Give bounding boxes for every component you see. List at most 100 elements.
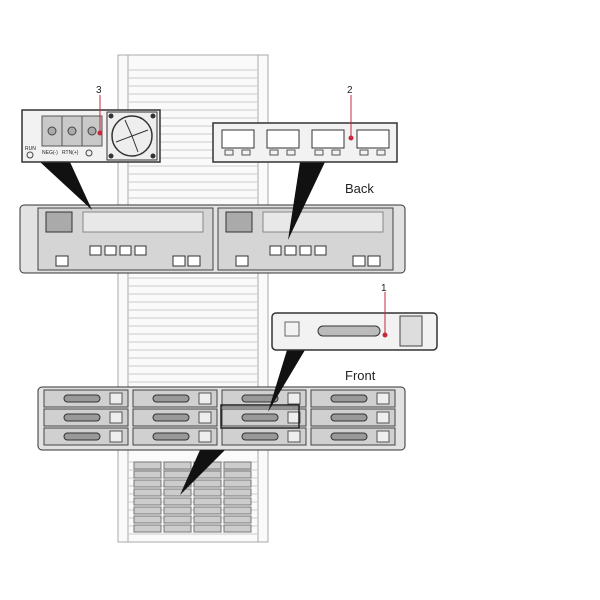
drive-handle bbox=[63, 394, 101, 403]
drive-bay bbox=[133, 461, 162, 470]
port-led bbox=[286, 149, 296, 156]
callout-2-interface-module: 2 bbox=[212, 85, 398, 163]
drive-bay bbox=[223, 479, 252, 488]
front-pointer bbox=[180, 450, 225, 495]
port-led bbox=[359, 149, 369, 156]
drive-handle bbox=[241, 432, 279, 441]
drive-bay bbox=[163, 524, 192, 533]
drive-latch bbox=[287, 430, 301, 443]
drive-bay bbox=[223, 524, 252, 533]
rtn-label: RTN(+) bbox=[62, 150, 79, 156]
drive-bay bbox=[133, 470, 162, 479]
drive-handle bbox=[63, 432, 101, 441]
drive-latch bbox=[376, 411, 390, 424]
drive-bay bbox=[133, 506, 162, 515]
power-terminal bbox=[45, 211, 73, 233]
lower-rack-drives bbox=[133, 461, 252, 533]
callout-1-pointer bbox=[268, 350, 305, 412]
callout-2-dot bbox=[348, 135, 354, 141]
run-label: RUN bbox=[25, 146, 36, 152]
port-led bbox=[241, 149, 251, 156]
drive-latch bbox=[287, 392, 301, 405]
drive-bay bbox=[133, 479, 162, 488]
drive-latch bbox=[198, 430, 212, 443]
drive-bay bbox=[163, 470, 192, 479]
mgmt-port bbox=[55, 255, 69, 267]
callout-2-pointer bbox=[288, 162, 325, 240]
drive-bay bbox=[133, 497, 162, 506]
fan-icon bbox=[106, 111, 158, 161]
mgmt-port bbox=[235, 255, 249, 267]
drive-handle bbox=[330, 394, 368, 403]
drive-handle bbox=[152, 413, 190, 422]
drive-handle bbox=[152, 394, 190, 403]
drive-bay bbox=[193, 506, 222, 515]
back-chassis bbox=[19, 204, 406, 274]
callout-3-power-module: RUN NEG(-) RTN(+) 3 bbox=[21, 85, 161, 163]
vent-grille bbox=[262, 211, 384, 233]
drive-bay bbox=[163, 506, 192, 515]
drive-bay bbox=[193, 479, 222, 488]
eth-port bbox=[172, 255, 186, 267]
highlighted-drive bbox=[220, 404, 300, 429]
drive-latch bbox=[287, 411, 301, 424]
drive-bay bbox=[133, 488, 162, 497]
drive-handle bbox=[330, 432, 368, 441]
callout-1-number: 1 bbox=[381, 283, 387, 294]
drive-latch bbox=[376, 430, 390, 443]
neg-label: NEG(-) bbox=[42, 150, 58, 156]
drive-bay bbox=[223, 470, 252, 479]
port-icon bbox=[299, 245, 312, 256]
vent-grille bbox=[82, 211, 204, 233]
power-terminal bbox=[225, 211, 253, 233]
drive-bay bbox=[193, 515, 222, 524]
port-led bbox=[331, 149, 341, 156]
drive-latch bbox=[109, 392, 123, 405]
port-led bbox=[224, 149, 234, 156]
drive-bay bbox=[193, 488, 222, 497]
callout-3-dot bbox=[97, 130, 103, 136]
eth-port bbox=[367, 255, 381, 267]
drive-bay bbox=[223, 497, 252, 506]
drive-bay bbox=[193, 497, 222, 506]
drive-bay bbox=[223, 488, 252, 497]
drive-latch bbox=[198, 392, 212, 405]
drive-latch bbox=[109, 430, 123, 443]
drive-bay bbox=[223, 515, 252, 524]
drive-latch bbox=[109, 411, 123, 424]
port-icon bbox=[314, 245, 327, 256]
port-led bbox=[269, 149, 279, 156]
drive-bay bbox=[163, 497, 192, 506]
port-icon bbox=[284, 245, 297, 256]
callout-1-dot bbox=[382, 332, 388, 338]
port-icon bbox=[104, 245, 117, 256]
port-icon bbox=[311, 129, 345, 149]
front-chassis bbox=[37, 386, 406, 451]
run-indicator bbox=[26, 151, 34, 159]
drive-bay bbox=[163, 488, 192, 497]
callout-3-pointer bbox=[40, 162, 92, 210]
callout-3-number: 3 bbox=[96, 85, 102, 96]
drive-bay bbox=[193, 524, 222, 533]
drive-latch bbox=[376, 392, 390, 405]
drive-handle bbox=[152, 432, 190, 441]
callout-1-disk-module: 1 bbox=[271, 283, 438, 351]
drive-bay bbox=[133, 515, 162, 524]
drive-latch bbox=[198, 411, 212, 424]
port-icon bbox=[266, 129, 300, 149]
drive-bay bbox=[223, 506, 252, 515]
drive-bay bbox=[133, 524, 162, 533]
eth-port bbox=[352, 255, 366, 267]
port-icon bbox=[119, 245, 132, 256]
drive-handle bbox=[330, 413, 368, 422]
port-icon bbox=[269, 245, 282, 256]
port-led bbox=[314, 149, 324, 156]
drive-handle bbox=[241, 394, 279, 403]
port-icon bbox=[134, 245, 147, 256]
eth-port bbox=[187, 255, 201, 267]
drive-handle bbox=[63, 413, 101, 422]
drive-bay bbox=[223, 461, 252, 470]
port-icon bbox=[221, 129, 255, 149]
front-label: Front bbox=[345, 368, 376, 383]
